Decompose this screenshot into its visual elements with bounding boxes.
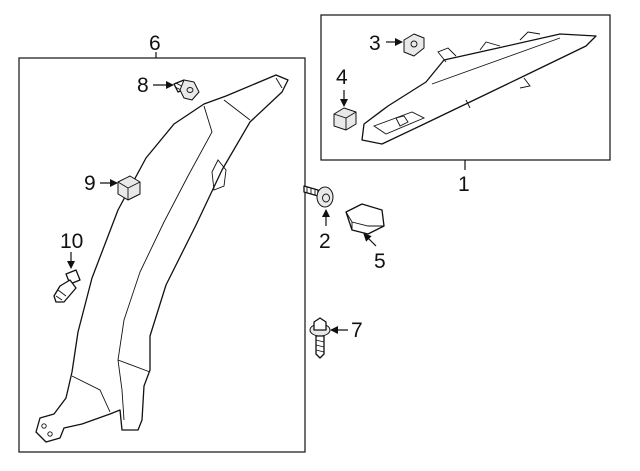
trim-garnish-1	[361, 31, 597, 145]
clip-9	[117, 175, 141, 201]
clip-3	[403, 33, 425, 57]
clip-5	[345, 203, 385, 235]
screw-2	[303, 185, 334, 208]
callout-3: 3	[369, 32, 381, 55]
callout-10: 10	[60, 230, 83, 253]
screw-7	[309, 317, 331, 359]
push-clip-10	[53, 269, 81, 303]
callout-8: 8	[137, 74, 149, 97]
callout-4: 4	[336, 66, 348, 89]
callout-7: 7	[351, 319, 363, 342]
pillar-trim-panel	[35, 74, 289, 443]
callout-1: 1	[458, 173, 470, 196]
callout-2: 2	[319, 230, 331, 253]
nut-4	[333, 107, 357, 131]
bolt-8	[173, 79, 200, 101]
leader-5	[363, 233, 377, 247]
callout-5: 5	[374, 250, 386, 273]
callout-9: 9	[84, 172, 96, 195]
assembly-box-6	[18, 57, 306, 453]
callout-6: 6	[149, 32, 161, 55]
